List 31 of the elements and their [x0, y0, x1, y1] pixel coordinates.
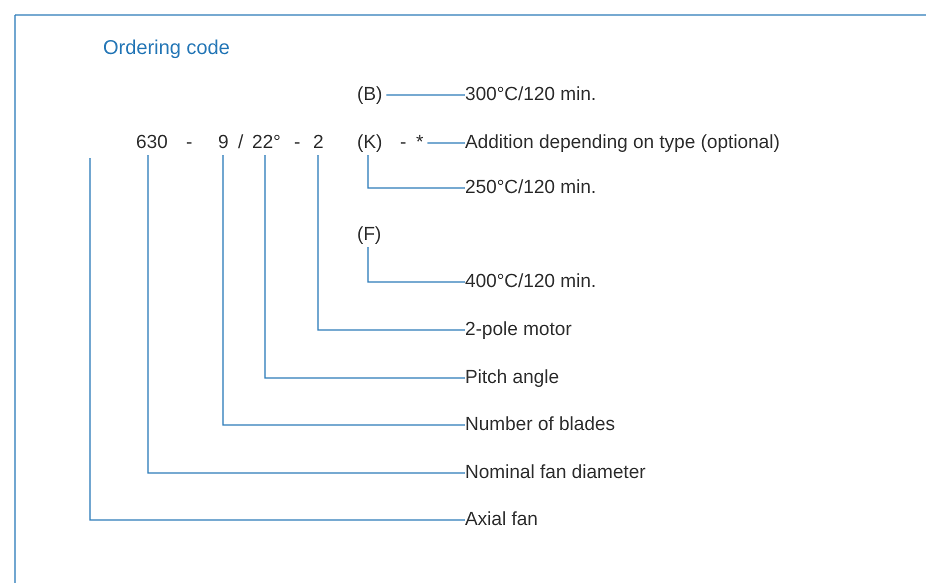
- description-text: Axial fan: [465, 508, 538, 532]
- leader-line: [264, 155, 465, 379]
- separator-sign: -: [186, 131, 192, 155]
- description-text: 300°C/120 min.: [465, 83, 596, 107]
- description-text: 250°C/120 min.: [465, 176, 596, 200]
- description-text: Nominal fan diameter: [465, 461, 646, 485]
- separator-sign: -: [400, 131, 406, 155]
- description-text: Number of blades: [465, 413, 615, 437]
- leader-line: [367, 155, 465, 189]
- code-part: 9: [218, 131, 229, 155]
- code-part: *: [416, 131, 424, 155]
- description-text: Addition depending on type (optional): [465, 131, 780, 155]
- description-text: Pitch angle: [465, 366, 560, 390]
- description-text: 2-pole motor: [465, 318, 572, 342]
- option-code: (F): [357, 223, 382, 247]
- description-text: 400°C/120 min.: [465, 270, 596, 294]
- leader-line: [89, 158, 465, 521]
- leader-line: [427, 142, 465, 144]
- code-part: 22°: [252, 131, 281, 155]
- option-code: (B): [357, 83, 382, 107]
- leader-line: [386, 94, 465, 96]
- leader-line: [317, 155, 465, 331]
- option-code: (K): [357, 131, 382, 155]
- diagram-title: Ordering code: [103, 36, 230, 61]
- separator-sign: -: [294, 131, 300, 155]
- code-part: 2: [313, 131, 324, 155]
- separator-sign: /: [238, 131, 244, 155]
- code-part: 630: [136, 131, 168, 155]
- leader-line: [222, 155, 465, 426]
- leader-line: [147, 155, 465, 474]
- leader-line: [367, 247, 465, 283]
